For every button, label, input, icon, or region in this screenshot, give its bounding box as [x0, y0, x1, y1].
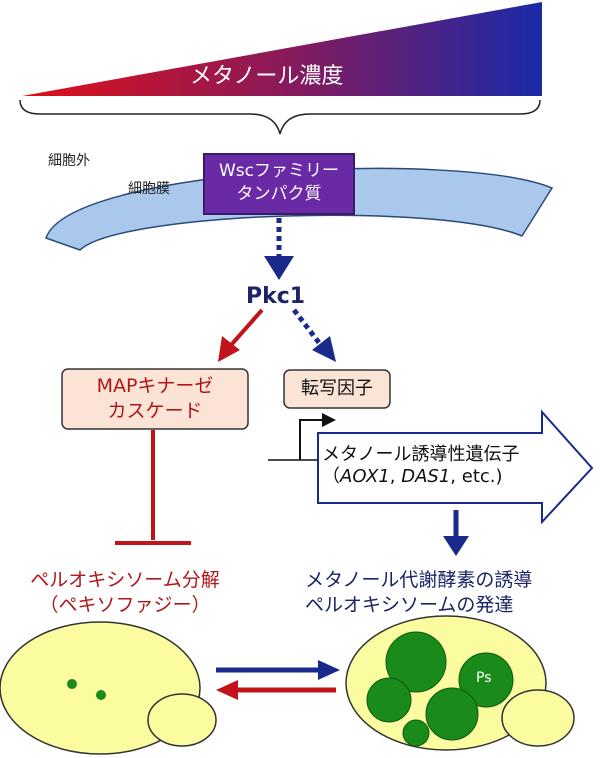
membrane-label: 細胞膜 — [128, 181, 170, 197]
peroxisome-small — [96, 690, 106, 700]
induction-label: メタノール代謝酵素の誘導 ペルオキシソームの発達 — [305, 568, 532, 618]
wsc-protein-box — [203, 153, 355, 215]
ps-label: Ps — [476, 670, 492, 686]
transcription-factor-box — [283, 369, 391, 409]
promoter-arrowhead — [322, 413, 336, 427]
pkc1-to-tf-arrow — [292, 308, 322, 346]
peroxisome — [385, 631, 447, 693]
gene-aox1: AOX1 — [340, 466, 390, 487]
range-bracket — [19, 99, 541, 135]
wsc-label: Wscファミリー タンパク質 — [204, 160, 354, 206]
pkc1-to-tf-arrowhead — [312, 336, 336, 362]
pkc1-label: Pkc1 — [246, 284, 306, 309]
reverse-arrowhead — [216, 680, 238, 700]
pexophagy-line2: （ペキソファジー） — [39, 594, 211, 616]
peroxisome — [458, 652, 514, 708]
gene-line1: メタノール誘導性遺伝子 — [322, 444, 520, 465]
wsc-line2: タンパク質 — [236, 184, 322, 204]
mapk-line2: カスケード — [107, 400, 203, 422]
pexophagy-label: ペルオキシソーム分解 （ペキソファジー） — [0, 568, 250, 618]
promoter-arrow — [299, 419, 322, 460]
gene-tail: , etc.) — [450, 466, 503, 487]
forward-arrowhead — [318, 660, 340, 680]
mapk-line1: MAPキナーゼ — [96, 375, 214, 397]
tf-label: 転写因子 — [301, 378, 373, 399]
gene-line2: （AOX1, DAS1, etc.) — [322, 466, 519, 488]
gene-label: メタノール誘導性遺伝子 （AOX1, DAS1, etc.) — [322, 444, 519, 488]
induction-line1: メタノール代謝酵素の誘導 — [305, 569, 533, 591]
methanol-gradient-wedge — [22, 2, 542, 96]
peroxisome — [402, 719, 430, 747]
gene-to-induction-arrowhead — [443, 536, 469, 556]
mapk-label: MAPキナーゼ カスケード — [62, 374, 248, 424]
cell-left-bud — [147, 693, 217, 747]
gradient-label: メタノール濃度 — [190, 64, 344, 89]
pkc1-to-mapk-arrowhead — [218, 336, 240, 362]
cell-right-bud — [501, 689, 575, 747]
peroxisome — [425, 687, 479, 741]
gene-paren: （ — [322, 466, 340, 487]
gene-sep: , — [389, 466, 402, 487]
induction-line2: ペルオキシソームの発達 — [305, 594, 514, 616]
wsc-line1: Wscファミリー — [218, 161, 339, 181]
pexophagy-line1: ペルオキシソーム分解 — [30, 569, 220, 591]
gene-das1: DAS1 — [401, 466, 451, 487]
gene-arrow — [317, 409, 594, 525]
pkc1-to-mapk-arrow — [230, 308, 264, 346]
wsc-to-pkc1-arrowhead — [264, 256, 294, 280]
peroxisome — [366, 677, 412, 723]
extracellular-label: 細胞外 — [48, 153, 90, 169]
peroxisome-small — [67, 679, 77, 689]
mapk-cascade-box — [61, 368, 249, 430]
